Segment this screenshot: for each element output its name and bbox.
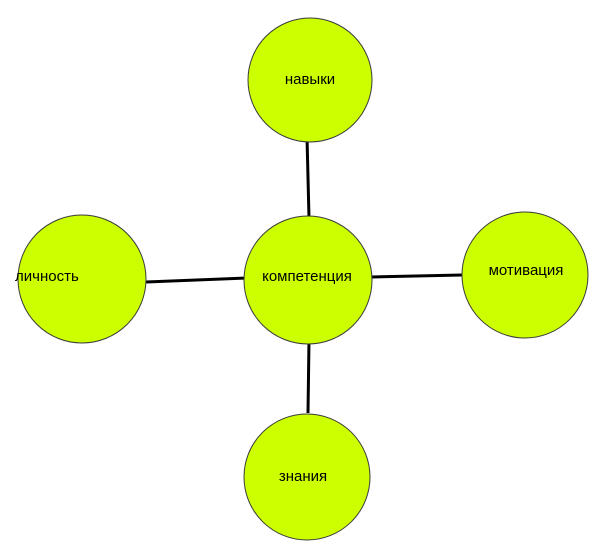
node-center: компетенция [243,215,373,345]
node-top-label: навыки [285,71,335,88]
connector-right [371,273,463,279]
node-bottom: знания [243,413,371,541]
node-right: мотивация [461,211,589,339]
node-right-circle [461,211,589,339]
node-bottom-circle [243,413,371,541]
connector-left [145,276,248,284]
node-center-circle [243,215,373,345]
node-left-circle [17,214,147,344]
node-left: личность [15,214,147,344]
node-right-label: мотивация [489,262,564,279]
node-bottom-label: знания [279,468,327,485]
connector-bottom [306,339,311,414]
node-top: навыки [247,17,373,143]
connector-top [305,136,311,219]
node-top-circle [247,17,373,143]
node-center-label: компетенция [262,268,352,285]
node-left-label: личность [15,268,79,285]
